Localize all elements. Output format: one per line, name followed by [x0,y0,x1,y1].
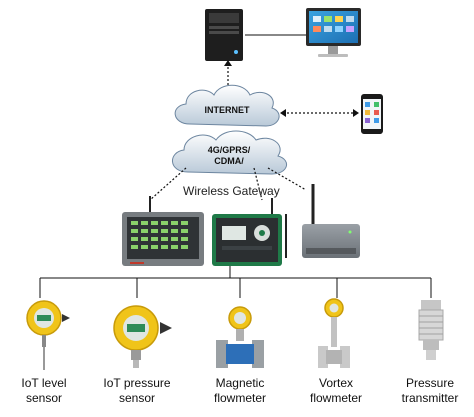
gateway-display-icon [122,196,204,266]
monitor-icon [306,8,361,57]
label-pressure-transmitter: Pressure transmitter [401,376,459,405]
server-icon [205,9,243,61]
wireless-gateway-label: Wireless Gateway [183,184,280,198]
label-iot-level-sensor: IoT level sensor [21,376,67,405]
label-vortex-flowmeter: Vortex flowmeter [309,376,362,405]
cellular-label-line2: CDMA/ [214,156,244,166]
cellular-label-line1: 4G/GPRS/ [208,145,251,155]
magnetic-flowmeter-icon [216,306,264,368]
iot-level-sensor-icon [26,300,70,370]
label-magnetic-flowmeter: Magnetic flowmeter [213,376,266,405]
field-bus-drops [39,278,432,298]
gateway-controller-icon [212,198,287,266]
gateway-router-icon [302,184,360,258]
wireless-signal-lines [149,167,307,201]
vortex-flowmeter-icon [318,298,350,368]
smartphone-icon [361,94,383,134]
internet-label: INTERNET [205,105,251,115]
iot-pressure-sensor-icon [113,305,172,368]
internet-cloud [174,84,280,127]
cellular-cloud [172,130,287,175]
label-iot-pressure-sensor: IoT pressure sensor [103,376,171,405]
pressure-transmitter-icon [418,300,444,360]
